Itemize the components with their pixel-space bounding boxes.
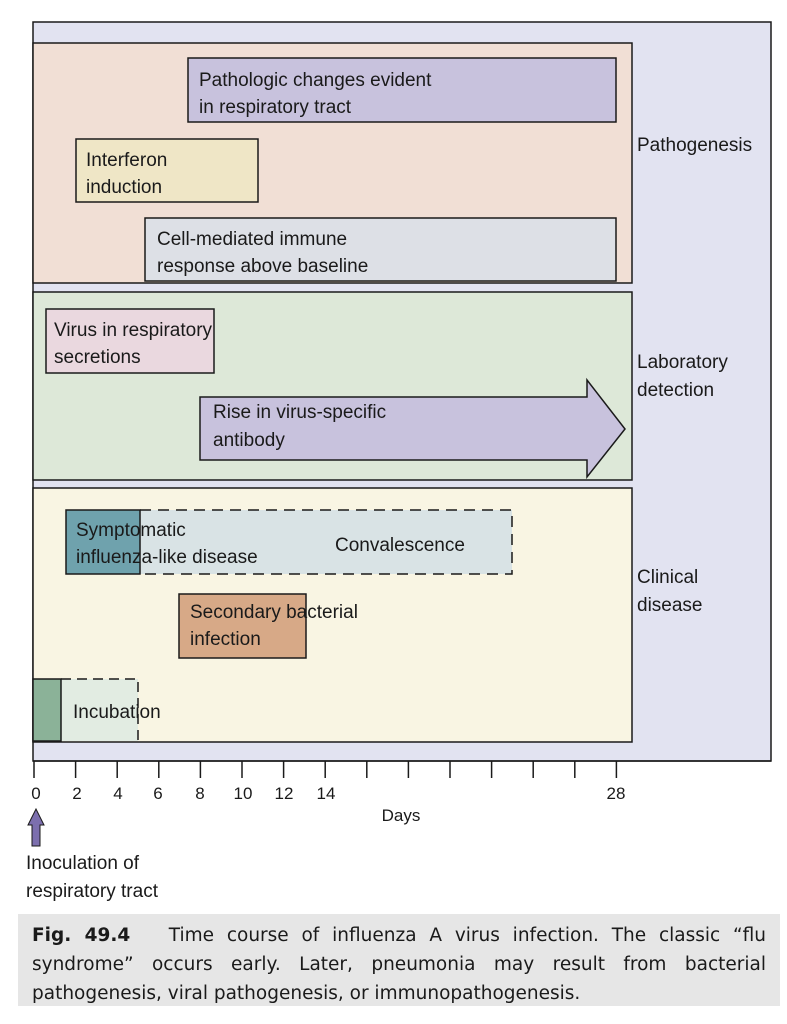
section-label-laboratory-line1: Laboratory — [637, 352, 728, 373]
tick-label-28: 28 — [607, 784, 626, 803]
x-axis-ticks — [33, 760, 771, 778]
tick-label-2: 2 — [72, 784, 81, 803]
interferon-label-line2: induction — [86, 177, 162, 198]
antibody-label-line2: antibody — [213, 430, 285, 451]
convalescence-bar — [140, 510, 512, 574]
pathologic-label-line1: Pathologic changes evident — [199, 70, 432, 91]
tick-label-0: 0 — [31, 784, 40, 803]
section-label-laboratory-line2: detection — [637, 380, 714, 401]
tick-label-12: 12 — [275, 784, 294, 803]
incubation-solid-bar — [32, 678, 62, 742]
symptomatic-label-line2: influenza-like disease — [76, 547, 258, 568]
pathologic-changes-bar — [187, 57, 617, 123]
tick-label-4: 4 — [113, 784, 122, 803]
interferon-bar — [75, 138, 259, 203]
caption-label: Fig. 49.4 — [32, 925, 131, 946]
incubation-label: Incubation — [73, 702, 161, 723]
secondary-label-line1: Secondary bacterial — [190, 602, 358, 623]
x-axis-label: Days — [382, 806, 421, 825]
inoculation-label-line2: respiratory tract — [26, 881, 159, 902]
section-label-clinical-line2: disease — [637, 595, 703, 616]
tick-label-14: 14 — [317, 784, 336, 803]
antibody-label-line1: Rise in virus-specific — [213, 402, 386, 423]
cell-mediated-bar — [144, 217, 617, 282]
pathologic-label-line2: in respiratory tract — [199, 97, 352, 118]
virus-secretions-label-line2: secretions — [54, 347, 141, 368]
section-label-pathogenesis: Pathogenesis — [637, 135, 752, 156]
interferon-label-line1: Interferon — [86, 150, 167, 171]
influenza-timeline-diagram: Pathologic changes evident in respirator… — [26, 21, 772, 902]
tick-label-10: 10 — [234, 784, 253, 803]
symptomatic-bar — [65, 509, 141, 575]
section-label-clinical-line1: Clinical — [637, 567, 698, 588]
figure-caption: Fig. 49.4 Time course of influenza A vir… — [18, 914, 780, 1006]
cell-mediated-label-line1: Cell-mediated immune — [157, 229, 347, 250]
inoculation-label-line1: Inoculation of — [26, 853, 140, 874]
tick-label-8: 8 — [195, 784, 204, 803]
convalescence-label: Convalescence — [335, 535, 465, 556]
inoculation-arrow — [27, 807, 45, 847]
caption-text: Time course of influenza A virus infecti… — [32, 925, 766, 1004]
cell-mediated-label-line2: response above baseline — [157, 256, 368, 277]
tick-label-6: 6 — [153, 784, 162, 803]
antibody-arrow — [199, 377, 626, 480]
secondary-infection-bar — [178, 593, 307, 659]
virus-secretions-bar — [45, 308, 215, 374]
incubation-dashed-bar — [61, 679, 138, 741]
secondary-label-line2: infection — [190, 629, 261, 650]
symptomatic-label-line1: Symptomatic — [76, 520, 186, 541]
virus-secretions-label-line1: Virus in respiratory — [54, 320, 213, 341]
